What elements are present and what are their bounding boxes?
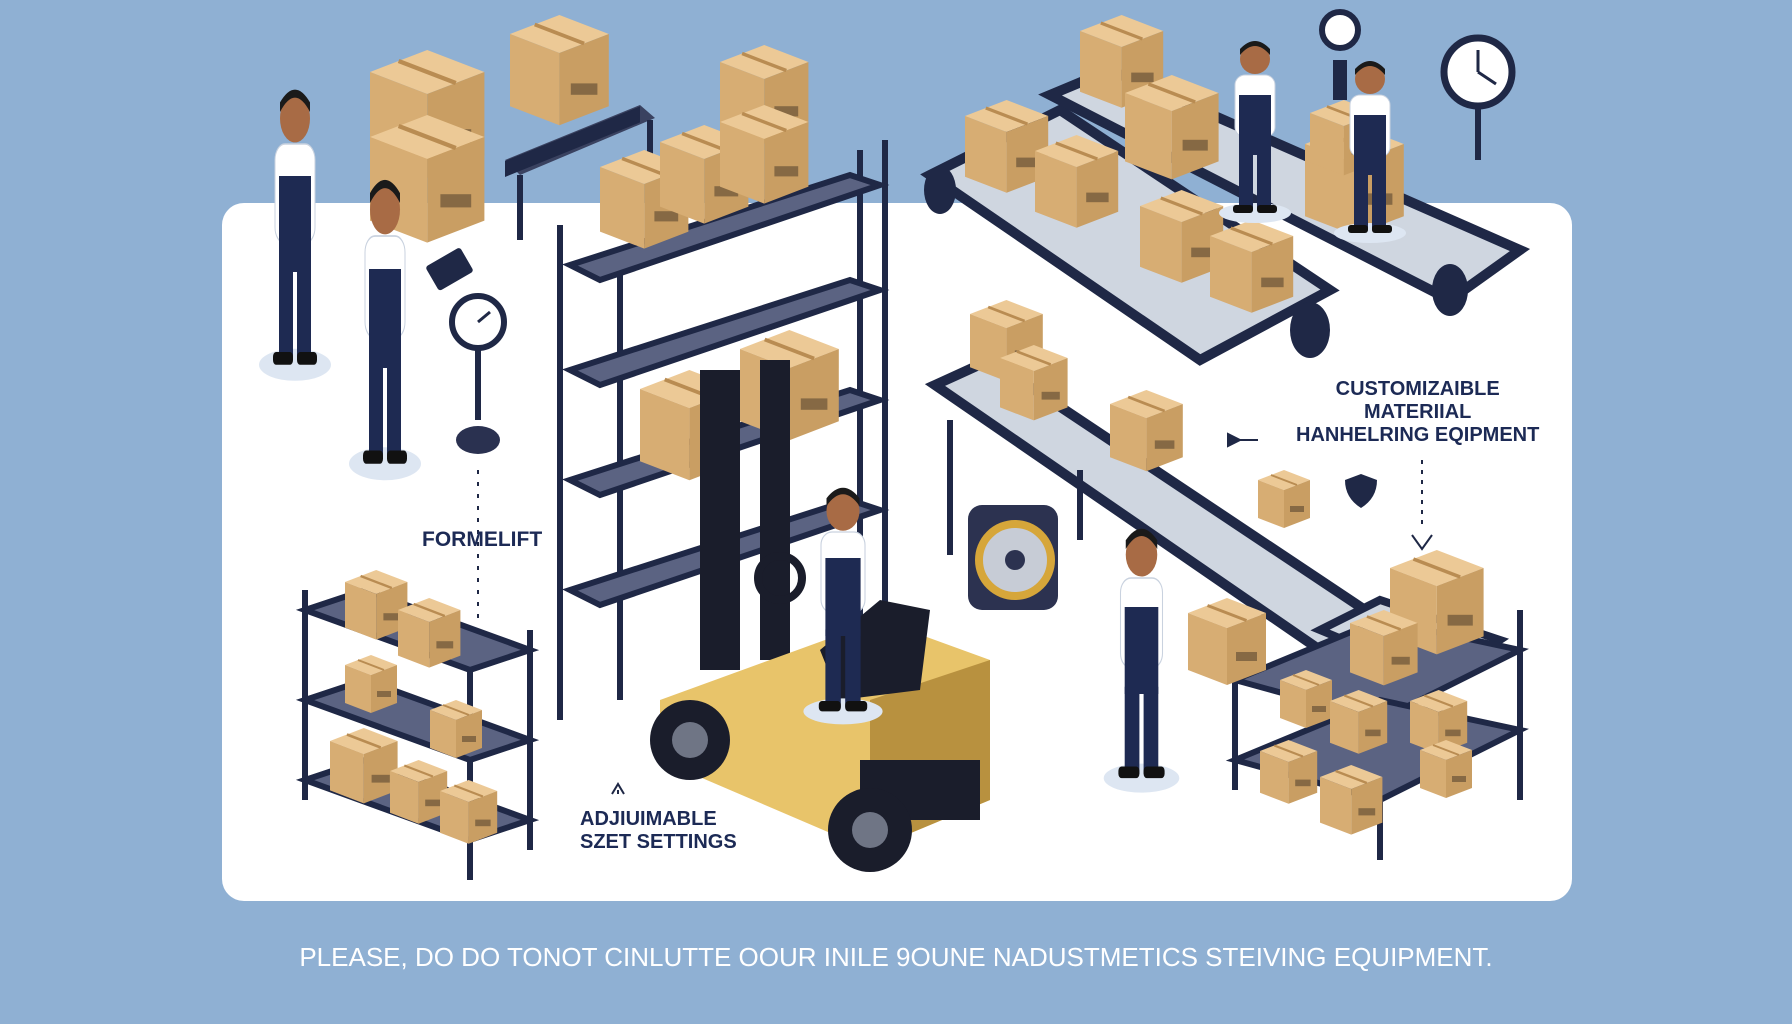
caption-text: PLEASE, DO DO TONOT CINLUTTE OOUR INILE … <box>299 942 1493 972</box>
arrow-up-icon <box>611 782 625 795</box>
customizable-label: CUSTOMIZAIBLE MATERIIAL HANHELRING EQIPM… <box>1296 378 1539 447</box>
gauge-wheel <box>968 505 1058 610</box>
adjustable-label-line2: SZET SETTINGS <box>580 831 737 853</box>
forklift <box>650 360 990 872</box>
wall-clock-icon <box>1440 34 1516 160</box>
gauge-left <box>449 293 507 454</box>
arrow-left-icon <box>1227 432 1258 448</box>
scale-clock-top <box>1319 9 1361 100</box>
tablet <box>426 248 473 291</box>
customizable-label-line3: HANHELRING EQIPMENT <box>1296 424 1540 446</box>
customizable-label-line2: MATERIIAL <box>1363 401 1472 423</box>
adjustable-label-line1: ADJIUIMABLE <box>580 808 717 830</box>
shield-icon <box>1345 474 1377 508</box>
customizable-label-line1: CUSTOMIZAIBLE <box>1335 378 1500 400</box>
forklift-label: FORMELIFT <box>422 528 543 551</box>
adjustable-label: ADJIUIMABLE SZET SETTINGS <box>580 808 737 854</box>
arrow-down-icon <box>1411 534 1433 551</box>
